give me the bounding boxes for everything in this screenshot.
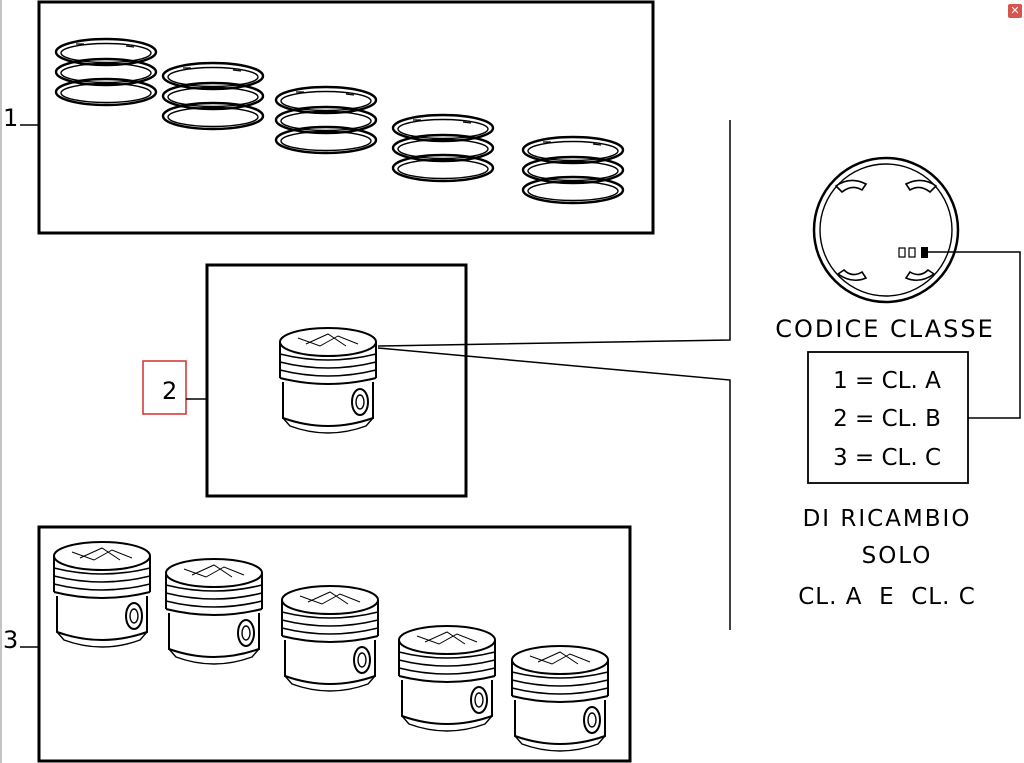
pistons-set-box	[37, 525, 632, 763]
detail-leader-upper	[377, 120, 731, 347]
rings-set-box	[37, 0, 655, 235]
detail-leader-lower	[377, 347, 731, 630]
class-table-box	[807, 351, 969, 484]
class-row-3: 3 = CL. C	[833, 445, 941, 471]
piston-rings-set	[56, 39, 623, 203]
note-line-2: SOLO	[862, 543, 933, 569]
single-piston	[279, 327, 377, 434]
callout-2[interactable]: 2	[162, 377, 177, 405]
class-code-leader	[928, 251, 1021, 419]
class-row-1: 1 = CL. A	[833, 368, 941, 394]
single-piston-box	[205, 263, 468, 498]
callout-3: 3	[3, 626, 18, 654]
class-code-title: CODICE CLASSE	[775, 315, 995, 343]
note-line-1: DI RICAMBIO	[803, 506, 972, 532]
note-line-3: CL. A E CL. C	[798, 584, 976, 610]
callout-1: 1	[3, 104, 18, 132]
pistons-set	[53, 541, 609, 752]
close-icon[interactable]: ✕	[1008, 4, 1022, 18]
callout-2-highlight[interactable]	[142, 360, 187, 415]
class-row-2: 2 = CL. B	[833, 406, 941, 432]
piston-crown-top-view	[812, 156, 960, 304]
